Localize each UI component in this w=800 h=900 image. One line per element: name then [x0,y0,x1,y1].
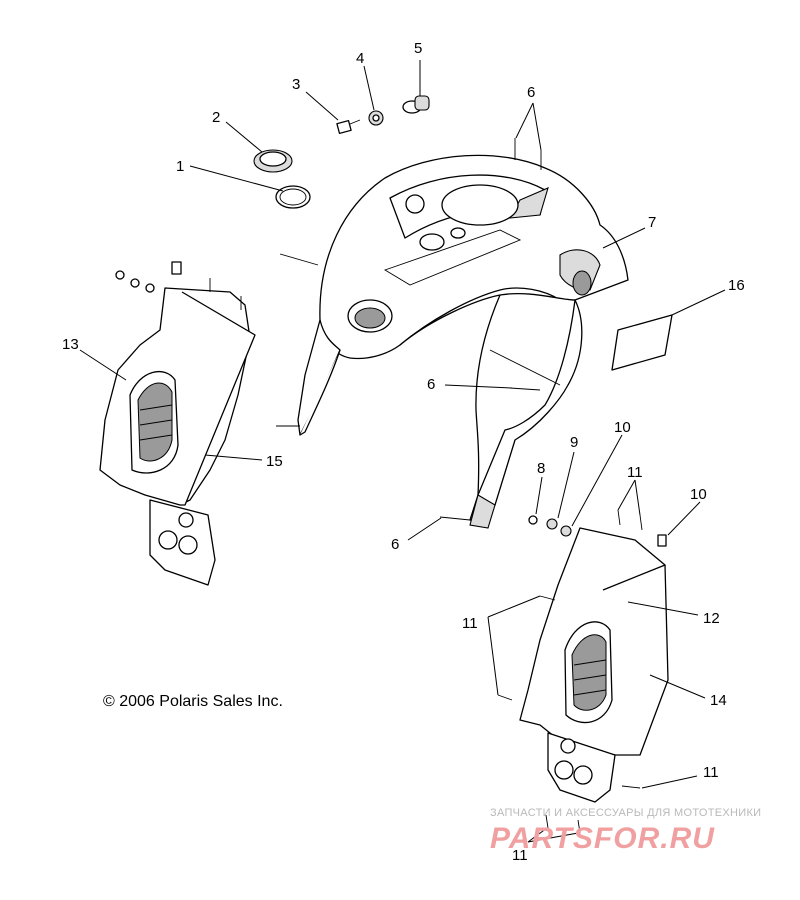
switch-part-3 [336,119,361,135]
callout-6-top: 6 [527,84,535,101]
copyright-notice: © 2006 Polaris Sales Inc. [103,693,283,710]
callout-7: 7 [648,214,656,231]
callout-11-bottom: 11 [512,847,528,864]
right-side-panel-part-12 [519,527,669,803]
callout-4: 4 [356,50,364,67]
callout-10-top: 10 [614,419,631,436]
nut-part-4 [368,110,384,126]
left-side-panel-part-13 [99,287,256,586]
fasteners [115,138,667,834]
callout-5: 5 [414,40,422,57]
callout-11-left: 11 [462,615,478,632]
callout-8: 8 [537,460,545,477]
callout-2: 2 [212,109,220,126]
knob-part-5 [402,95,430,114]
callout-16: 16 [728,277,745,294]
callout-10-right: 10 [690,486,707,503]
callout-9: 9 [570,434,578,451]
callout-6-mid: 6 [427,376,435,393]
hood-console-part-7 [297,154,629,529]
callout-1: 1 [176,158,184,175]
leader-lines [79,60,726,843]
callout-12: 12 [703,610,720,627]
watermark-logo: PARTSFOR.RU [490,822,715,855]
callout-3: 3 [292,76,300,93]
callout-15: 15 [266,453,283,470]
callout-14: 14 [710,692,727,709]
o-ring-part-1 [275,185,311,209]
callout-11-top: 11 [627,464,643,481]
gauge-bezel-part-2 [253,149,293,173]
watermark-tagline: ЗАПЧАСТИ И АКСЕССУАРЫ ДЛЯ МОТОТЕХНИКИ [490,807,762,819]
callout-11-right: 11 [703,764,719,781]
callout-13: 13 [62,336,79,353]
callout-6-bottom: 6 [391,536,399,553]
callout-labels: 1 2 3 4 5 6 6 6 7 8 9 10 10 11 11 11 11 … [62,40,745,864]
decal-part-16 [611,314,673,371]
